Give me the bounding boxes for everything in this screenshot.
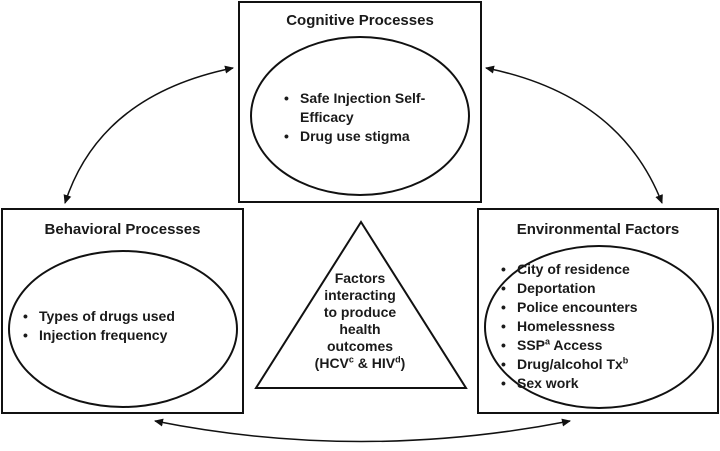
footnote-marker: b [622, 355, 629, 366]
cognitive-processes-title: Cognitive Processes [286, 12, 434, 29]
list-item: Safe Injection Self-Efficacy [282, 89, 457, 127]
list-item: SSPa Access [499, 336, 699, 355]
arrow-behavioral-cognitive [63, 65, 234, 204]
behavioral-processes-box: Behavioral Processes Types of drugs used… [1, 208, 244, 414]
list-item: Sex work [499, 374, 699, 393]
behavioral-list: Types of drugs used Injection frequency [21, 307, 231, 345]
list-item: Homelessness [499, 317, 699, 336]
behavioral-ellipse [8, 250, 238, 408]
environmental-factors-title: Environmental Factors [516, 221, 680, 238]
list-item: Injection frequency [21, 326, 231, 345]
environmental-list: City of residence Deportation Police enc… [499, 260, 699, 393]
cognitive-ellipse [250, 36, 470, 196]
arrow-behavioral-environmental [154, 418, 571, 443]
environmental-factors-box: Environmental Factors City of residence … [477, 208, 719, 414]
cognitive-list: Safe Injection Self-Efficacy Drug use st… [282, 89, 457, 146]
list-item: Deportation [499, 279, 699, 298]
list-item: Types of drugs used [21, 307, 231, 326]
list-item: Police encounters [499, 298, 699, 317]
environmental-ellipse [484, 245, 714, 409]
list-item: Drug use stigma [282, 127, 457, 146]
footnote-marker: c [348, 354, 354, 365]
center-label: Factors interacting to produce health ou… [314, 270, 406, 371]
behavioral-processes-title: Behavioral Processes [44, 221, 201, 238]
arrow-cognitive-environmental [485, 65, 663, 204]
list-item: Drug/alcohol Txb [499, 355, 699, 374]
center-triangle [254, 220, 468, 389]
footnote-marker: d [395, 354, 401, 365]
footnote-marker: a [545, 336, 551, 347]
cognitive-processes-box: Cognitive Processes Safe Injection Self-… [238, 1, 482, 203]
list-item: City of residence [499, 260, 699, 279]
